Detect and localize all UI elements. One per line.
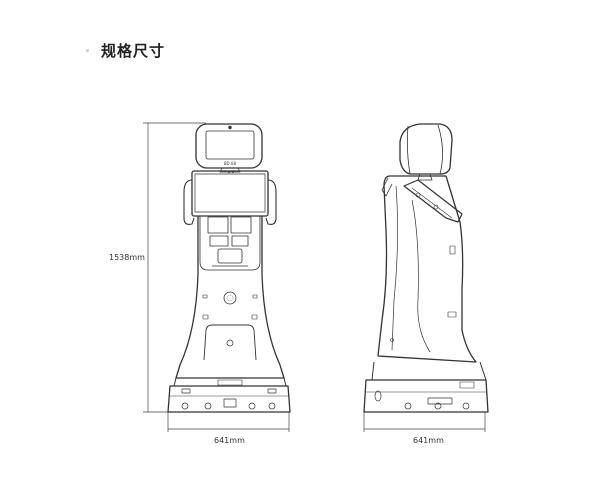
page-title: 规格尺寸 [101, 42, 166, 60]
side-tablet [403, 179, 463, 223]
front-width-dimension-label: 641mm [214, 436, 245, 445]
front-torso-panel [199, 216, 261, 271]
side-head [399, 123, 453, 175]
side-body [377, 175, 477, 363]
front-view-robot: 8D.08 [167, 123, 291, 413]
side-view-robot [363, 123, 489, 413]
side-casters [374, 390, 470, 410]
front-width-dimension [167, 412, 290, 432]
side-width-dimension [363, 412, 486, 432]
front-casters [181, 388, 277, 410]
front-body [175, 216, 285, 379]
height-dimension [143, 122, 206, 413]
front-tablet [191, 170, 269, 217]
front-head: 8D.08 [195, 123, 263, 169]
side-width-dimension-label: 641mm [413, 436, 444, 445]
head-screen-text: 8D.08 [224, 161, 236, 166]
speaker-grille [223, 291, 237, 305]
height-dimension-label: 1538mm [109, 253, 145, 262]
title-bullet [86, 49, 89, 52]
